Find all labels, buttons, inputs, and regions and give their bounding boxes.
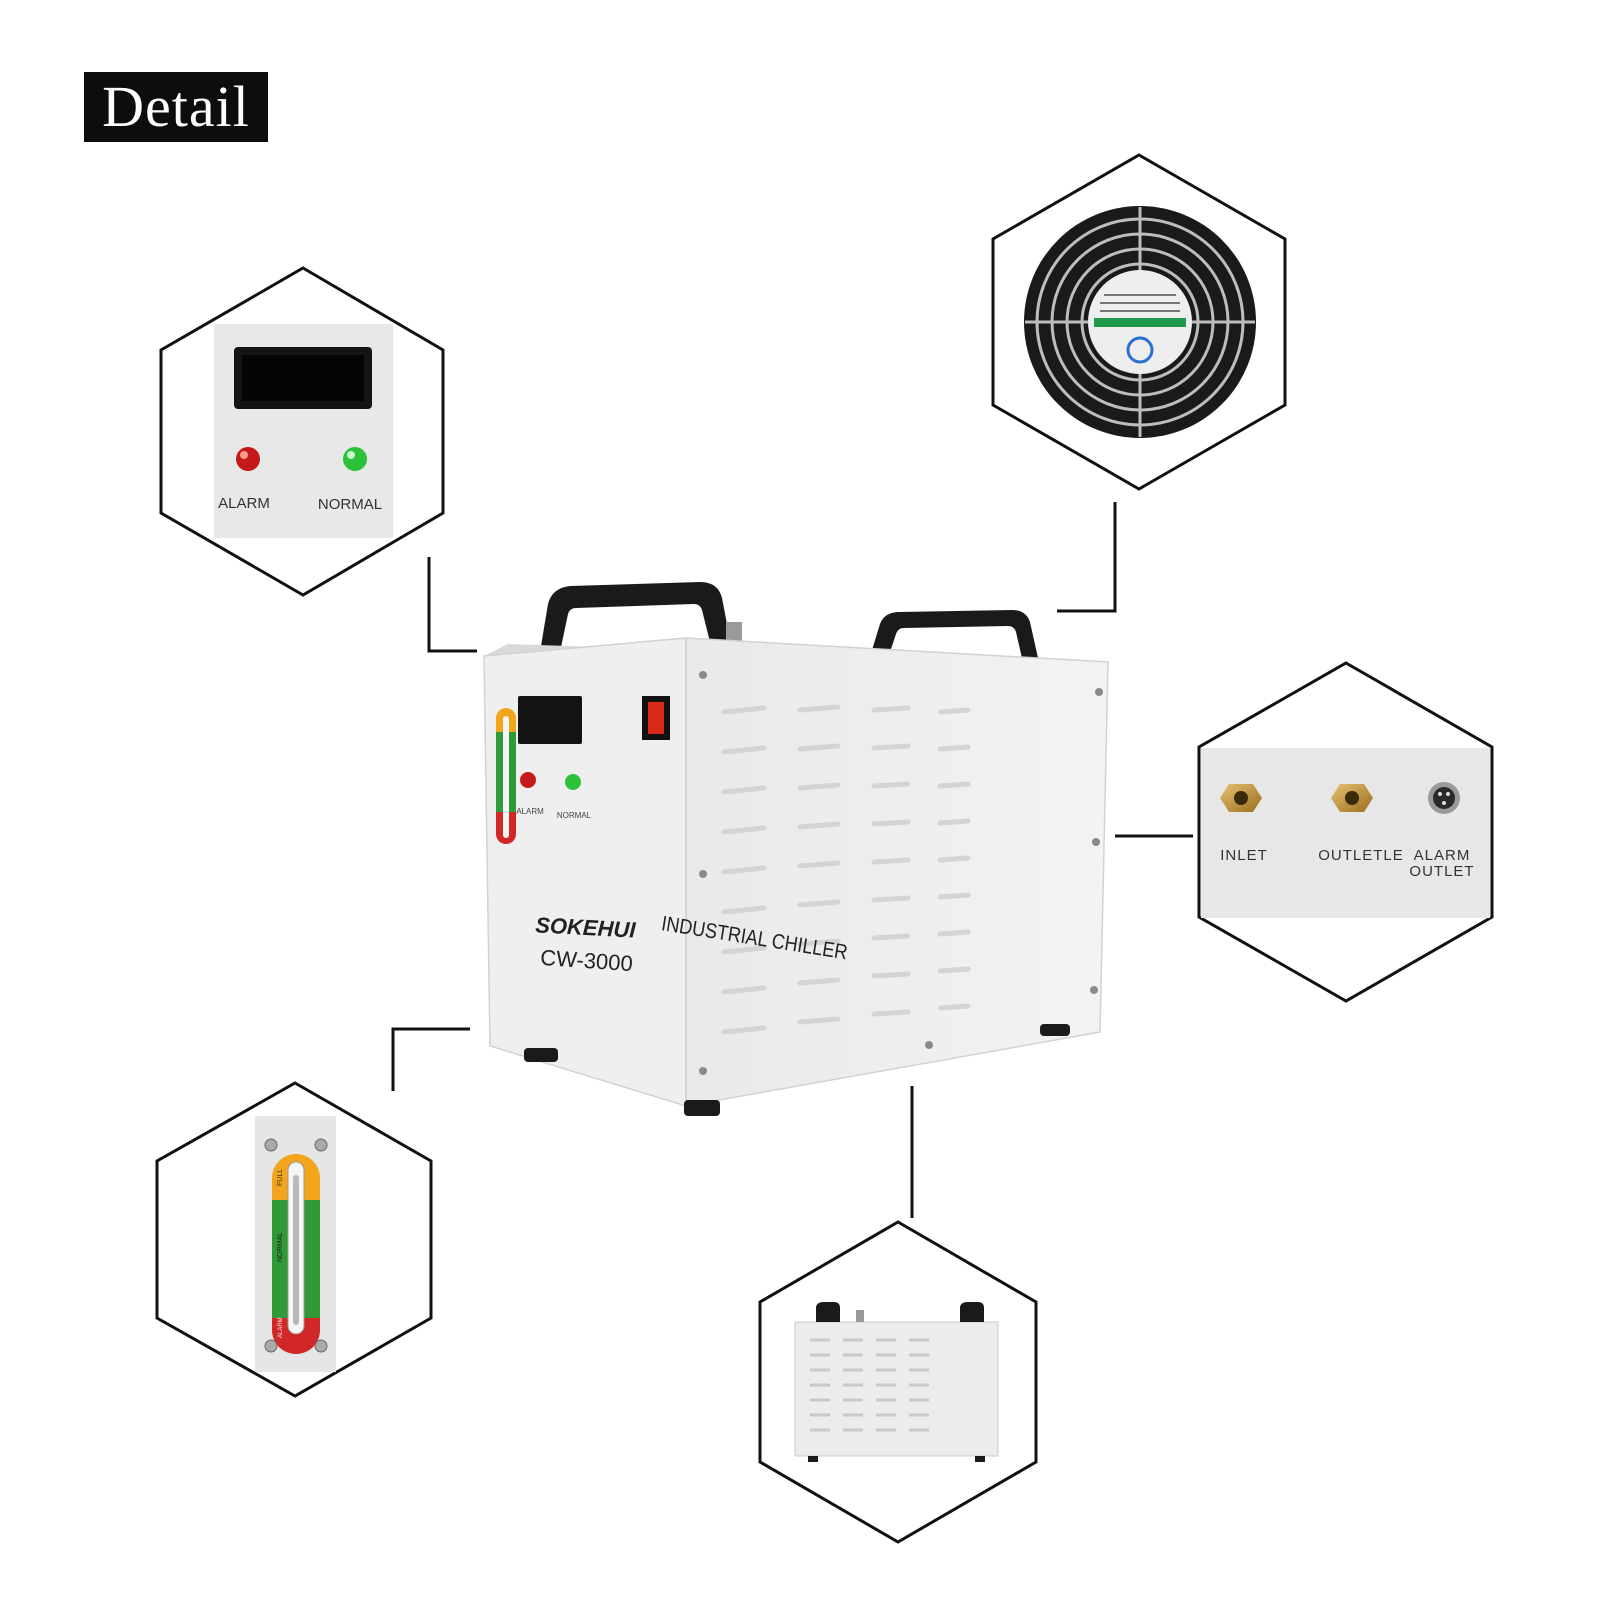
gauge-alarm-label: ALARM xyxy=(278,1317,284,1338)
front-normal-led xyxy=(565,774,581,790)
front-handle xyxy=(540,582,732,652)
side-panel xyxy=(685,637,1109,1107)
detail-hexagon-ports: INLET OUTLETLE ALARM OUTLET xyxy=(1197,661,1494,1003)
front-alarm-label: ALARM xyxy=(516,807,544,816)
front-display xyxy=(518,696,582,744)
rear-handle xyxy=(872,610,1038,658)
detail-hexagon-water-gauge: FULL NORMAL ALARM xyxy=(155,1081,433,1398)
connector-control-panel xyxy=(427,557,477,653)
inlet-label: INLET xyxy=(1220,847,1268,864)
alarm-outlet-label-line2: OUTLET xyxy=(1409,863,1474,880)
filler-cap xyxy=(726,622,742,644)
chiller-unit: ALARM NORMAL SOKEHUI CW-3000 INDUSTRIAL … xyxy=(483,582,1109,1116)
inlet-fitting xyxy=(1220,784,1262,812)
side-vents xyxy=(721,704,971,1035)
gauge-normal-label: NORMAL xyxy=(277,1232,284,1262)
front-normal-label: NORMAL xyxy=(557,811,592,820)
front-water-gauge xyxy=(496,708,516,844)
alarm-outlet-connector xyxy=(1428,782,1460,814)
gauge-full-label: FULL xyxy=(277,1169,284,1186)
connector-lines xyxy=(391,502,1193,1218)
detail-hexagon-fan xyxy=(991,153,1287,491)
normal-led xyxy=(343,447,367,471)
normal-label: NORMAL xyxy=(318,496,382,513)
water-level-gauge: FULL NORMAL ALARM xyxy=(264,1138,328,1354)
alarm-outlet-label-line1: ALARM xyxy=(1414,847,1471,864)
outlet-fitting xyxy=(1331,784,1373,812)
connector-fan xyxy=(1057,502,1117,613)
detail-hexagon-side-view xyxy=(758,1220,1038,1544)
brand-logo: SOKEHUI xyxy=(535,912,637,942)
page-title: Detail xyxy=(84,72,268,142)
detail-hexagon-control-panel: ALARM NORMAL xyxy=(159,266,445,597)
alarm-led xyxy=(236,447,260,471)
outlet-label: OUTLETLE xyxy=(1318,847,1404,864)
alarm-label: ALARM xyxy=(218,495,270,512)
front-alarm-led xyxy=(520,772,536,788)
connector-water-gauge xyxy=(391,1027,470,1091)
